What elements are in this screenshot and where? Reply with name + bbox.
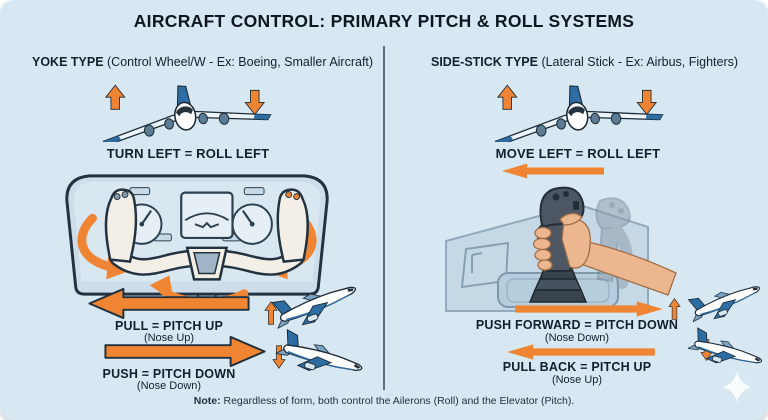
yoke-column-heading: YOKE TYPE (Control Wheel/W - Ex: Boeing,…: [32, 55, 373, 69]
sidestick-column-heading: SIDE-STICK TYPE (Lateral Stick - Ex: Air…: [431, 55, 738, 69]
pull-back-arrow-icon: [504, 343, 658, 361]
footer-note: Note: Regardless of form, both control t…: [0, 395, 768, 407]
push-forward-arrow-icon: [506, 300, 672, 318]
yoke-heading-bold: YOKE TYPE: [32, 55, 104, 69]
airliner-front-roll-icon: [90, 80, 280, 142]
page-title: AIRCRAFT CONTROL: PRIMARY PITCH & ROLL S…: [133, 11, 635, 31]
aileron-up-arrow-icon: [104, 84, 126, 110]
airplane-descend-icon: [271, 324, 378, 397]
aileron-up-arrow-icon: [496, 84, 518, 110]
yoke-pitch-up-label: PULL = PITCH UP: [115, 319, 223, 333]
yoke-pitch-down-sub: (Nose Down): [136, 380, 202, 392]
aileron-down-arrow-icon: [636, 89, 658, 116]
airplane-descend-icon: [683, 321, 768, 388]
sidestick-heading-bold: SIDE-STICK TYPE: [431, 55, 538, 69]
yoke-right-grip-icon: [276, 188, 310, 263]
footer-note-rest: Regardless of form, both control the Ail…: [220, 395, 575, 407]
sidestick-roll-label: MOVE LEFT = ROLL LEFT: [495, 146, 661, 161]
column-divider: [383, 46, 385, 390]
sidestick-pitch-down-sub: (Nose Down): [544, 332, 610, 344]
rotate-left-arrow-icon: [77, 213, 119, 272]
aileron-down-arrow-icon: [244, 89, 266, 116]
attitude-indicator-icon: [180, 191, 234, 240]
sidestick-pitch-up-sub: (Nose Up): [551, 374, 603, 386]
side-stick-illustration: [432, 161, 702, 321]
push-pitch-down-arrow-icon: [102, 335, 268, 368]
small-up-arrow-icon: [668, 297, 681, 321]
airliner-front-roll-icon-sidestick: [482, 80, 672, 142]
footer-note-bold: Note:: [193, 395, 221, 407]
small-down-arrow-icon: [272, 344, 286, 370]
hand-icon: [532, 212, 677, 296]
yoke-dashboard-illustration: [58, 165, 336, 305]
yoke-left-grip-icon: [104, 188, 138, 263]
airplane-climb-icon: [684, 268, 768, 334]
yoke-pitch-up-sub: (Nose Up): [143, 332, 195, 344]
sidestick-pitch-down-label: PUSH FORWARD = PITCH DOWN: [475, 318, 679, 332]
yoke-roll-label: TURN LEFT = ROLL LEFT: [106, 146, 270, 161]
sparkle-icon: [722, 370, 752, 404]
move-left-arrow-icon: [502, 163, 604, 179]
yoke-heading-rest: (Control Wheel/W - Ex: Boeing, Smaller A…: [103, 55, 374, 69]
small-up-arrow-icon: [264, 300, 278, 326]
pull-pitch-up-arrow-icon: [86, 287, 252, 320]
yoke-pitch-down-label: PUSH = PITCH DOWN: [102, 367, 236, 381]
sidestick-pitch-up-label: PULL BACK = PITCH UP: [502, 360, 652, 374]
sidestick-heading-rest: (Lateral Stick - Ex: Airbus, Fighters): [537, 55, 739, 69]
airplane-climb-icon: [267, 267, 374, 342]
